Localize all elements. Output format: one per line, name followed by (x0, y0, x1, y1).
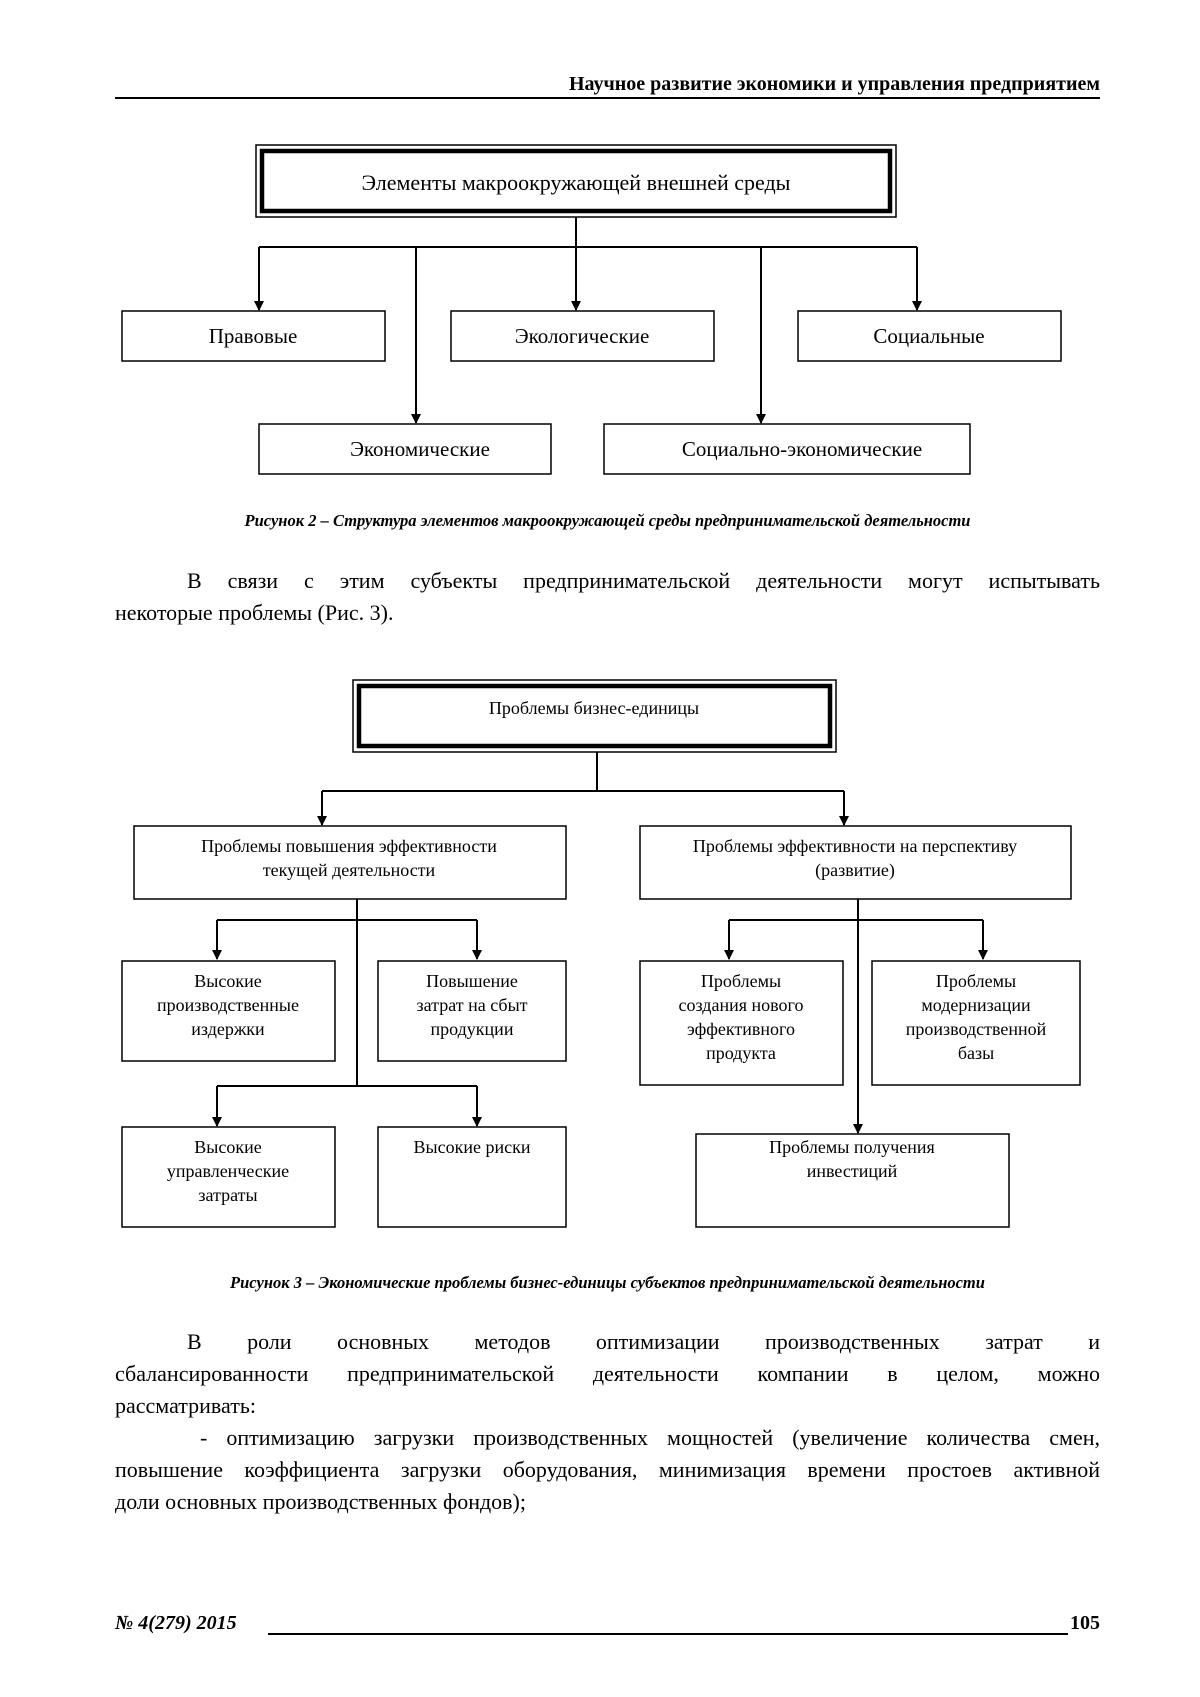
fig3-label-modernizaciya-2: модернизации (921, 995, 1031, 1015)
fig2-label-socialnye: Социальные (873, 324, 984, 348)
journal-header-title: Научное развитие экономики и управления … (115, 73, 1100, 96)
fig2-root-label: Элементы макроокружающей внешней среды (362, 170, 791, 195)
footer-page-number: 105 (1070, 1612, 1100, 1635)
fig3-label-produkt-2: создания нового (679, 995, 804, 1015)
fig3-label-produkt-1: Проблемы (701, 971, 781, 991)
fig3-label-izderzhki-3: издержки (191, 1019, 265, 1039)
fig3-label-upravlencheskie-2: управленческие (167, 1161, 289, 1181)
fig2-label-socialno-ekonomicheskie: Социально-экономические (682, 437, 922, 461)
paragraph-2-line-3: рассматривать: (115, 1390, 1100, 1422)
paragraph-3-line-3: доли основных производственных фондов); (115, 1486, 1100, 1518)
paragraph-1-line-1: В связи с этим субъекты предпринимательс… (115, 565, 1100, 597)
fig3-label-upravlencheskie-3: затраты (198, 1185, 257, 1205)
paragraph-3-line-2: повышение коэффициента загрузки оборудов… (115, 1454, 1100, 1486)
fig3-label-produkt-3: эффективного (687, 1019, 795, 1039)
paragraph-1-line-2: некоторые проблемы (Рис. 3). (115, 597, 1100, 629)
figure-2-caption: Рисунок 2 – Структура элементов макроокр… (115, 511, 1100, 531)
figure-2-diagram: Элементы макроокружающей внешней среды П… (0, 140, 1200, 485)
fig3-label-left-branch-1: Проблемы повышения эффективности (201, 836, 497, 856)
paragraph-3-line-1: - оптимизацию загрузки производственных … (115, 1422, 1100, 1454)
paragraph-2-line-2: сбалансированности предпринимательской д… (115, 1358, 1100, 1390)
footer-divider (268, 1633, 1068, 1635)
fig3-label-riski: Высокие риски (414, 1137, 531, 1157)
fig3-label-upravlencheskie-1: Высокие (194, 1137, 261, 1157)
fig3-label-produkt-4: продукта (706, 1043, 776, 1063)
fig3-label-izderzhki-1: Высокие (194, 971, 261, 991)
fig3-root-label: Проблемы бизнес-единицы (489, 698, 699, 718)
fig3-label-right-branch-1: Проблемы эффективности на перспективу (693, 836, 1017, 856)
fig2-label-pravovye: Правовые (209, 324, 298, 348)
fig3-label-sbyt-3: продукции (431, 1019, 514, 1039)
fig3-label-left-branch-2: текущей деятельности (263, 860, 436, 880)
fig3-label-investicii-1: Проблемы получения (769, 1137, 935, 1157)
fig2-label-ekonomicheskie: Экономические (350, 437, 490, 461)
fig2-label-ekologicheskie: Экологические (515, 324, 650, 348)
fig3-label-sbyt-1: Повышение (426, 971, 518, 991)
paragraph-2-line-1: В роли основных методов оптимизации прои… (115, 1326, 1100, 1358)
fig3-label-sbyt-2: затрат на сбыт (416, 995, 527, 1015)
fig3-label-investicii-2: инвестиций (807, 1161, 898, 1181)
fig3-label-modernizaciya-4: базы (958, 1043, 994, 1063)
figure-3-diagram: Проблемы бизнес-единицы Проблемы повышен… (0, 676, 1200, 1236)
fig3-label-izderzhki-2: производственные (157, 995, 299, 1015)
footer-issue-number: № 4(279) 2015 (115, 1612, 237, 1635)
figure-3-caption: Рисунок 3 – Экономические проблемы бизне… (115, 1273, 1100, 1293)
fig3-label-modernizaciya-1: Проблемы (936, 971, 1016, 991)
fig3-label-right-branch-2: (развитие) (815, 860, 895, 881)
header-divider (115, 97, 1100, 99)
fig3-label-modernizaciya-3: производственной (906, 1019, 1047, 1039)
